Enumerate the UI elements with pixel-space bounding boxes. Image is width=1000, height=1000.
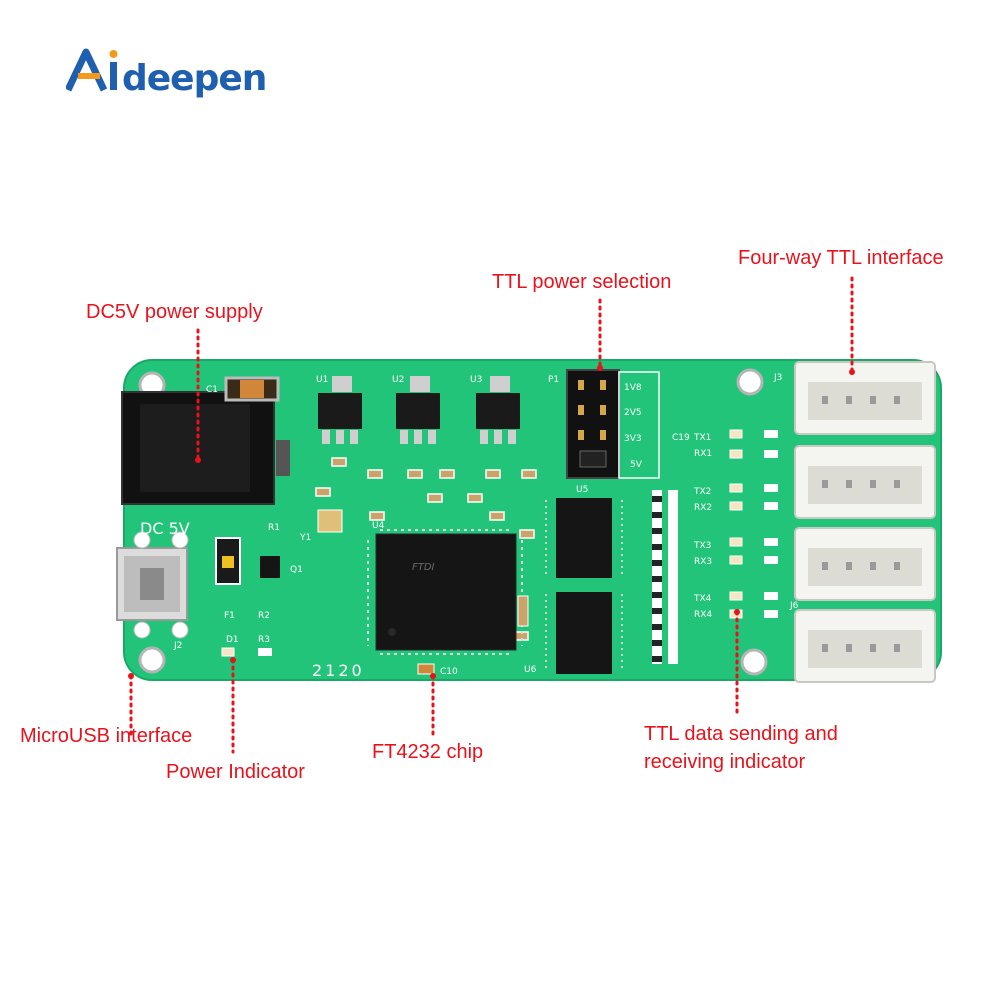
ref-c19: C19 <box>672 433 690 443</box>
jumper-label-5v: 5V <box>630 460 643 470</box>
ref-q1: Q1 <box>290 565 303 575</box>
board-dc5v-label: DC 5V <box>140 519 190 538</box>
label-microusb-interface: MicroUSB interface <box>20 725 193 747</box>
label-rx3: RX3 <box>694 557 712 567</box>
svg-text:deepen: deepen <box>122 58 266 99</box>
label-power-indicator: Power Indicator <box>166 761 305 783</box>
ref-d1: D1 <box>226 635 239 645</box>
ref-c10: C10 <box>440 667 458 677</box>
chip-marking: FTDI <box>412 562 435 573</box>
jumper-label-1v8: 1V8 <box>624 383 642 393</box>
brand-logo: deepen <box>64 46 316 106</box>
label-four-way-ttl-interface: Four-way TTL interface <box>738 247 944 269</box>
label-rx4: RX4 <box>694 610 712 620</box>
ref-j6: J6 <box>789 601 799 611</box>
label-tx2: TX2 <box>693 487 711 497</box>
label-tx1: TX1 <box>693 433 711 443</box>
ref-j2: J2 <box>173 641 182 651</box>
aideepen-logo-graphic: deepen <box>64 48 267 99</box>
ref-r2: R2 <box>258 611 270 621</box>
ref-u6: U6 <box>524 665 537 675</box>
jumper-label-2v5: 2V5 <box>624 408 642 418</box>
board-number: 2120 <box>312 661 365 680</box>
ref-f1: F1 <box>224 611 235 621</box>
label-dc5v-power-supply: DC5V power supply <box>86 301 263 323</box>
label-ttl-indicator-line1: TTL data sending and <box>644 723 838 745</box>
ref-u2: U2 <box>392 375 404 385</box>
ref-p1: P1 <box>548 375 559 385</box>
ref-u5: U5 <box>576 485 588 495</box>
label-tx3: TX3 <box>693 541 711 551</box>
jumper-label-3v3: 3V3 <box>624 434 642 444</box>
label-rx2: RX2 <box>694 503 712 513</box>
label-ttl-power-selection: TTL power selection <box>492 271 672 293</box>
ref-u1: U1 <box>316 375 328 385</box>
ref-u3: U3 <box>470 375 482 385</box>
ref-u4: U4 <box>372 521 385 531</box>
ref-r3: R3 <box>258 635 270 645</box>
label-rx1: RX1 <box>694 449 712 459</box>
ref-c1: C1 <box>206 385 218 395</box>
ref-r1: R1 <box>268 523 280 533</box>
ref-y1: Y1 <box>299 533 311 543</box>
label-tx4: TX4 <box>693 594 712 604</box>
label-ft4232-chip: FT4232 chip <box>372 741 484 763</box>
label-ttl-indicator-line2: receiving indicator <box>644 751 806 773</box>
ref-j3: J3 <box>773 373 782 383</box>
